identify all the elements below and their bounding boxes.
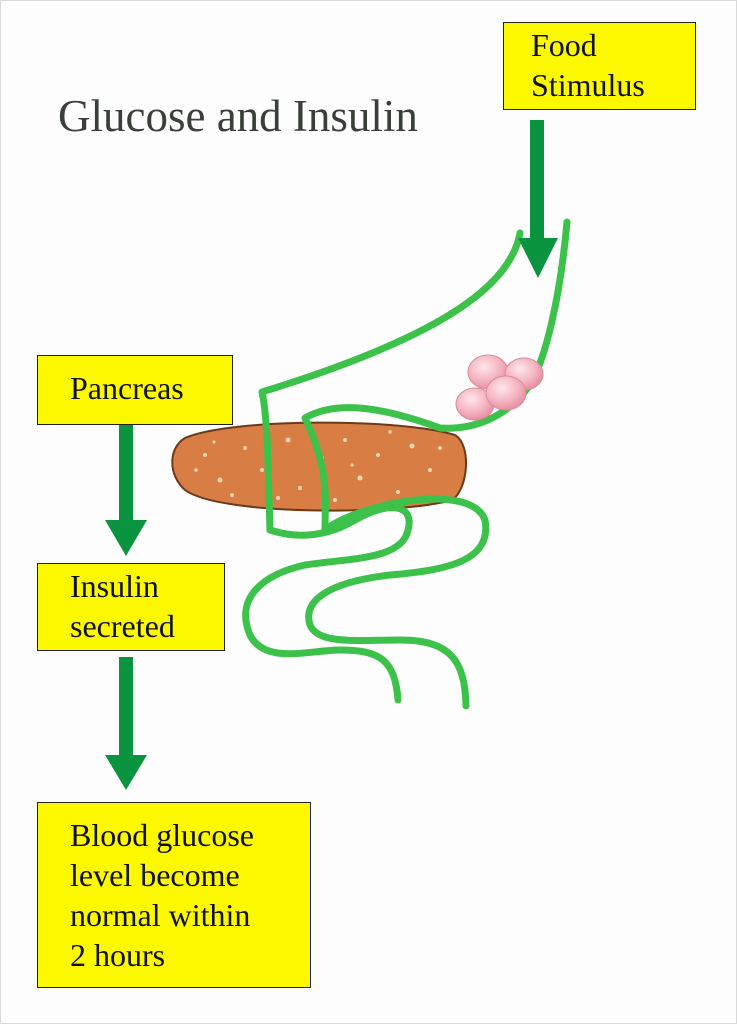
blood-glucose-box: Blood glucose level become normal within… — [37, 802, 311, 988]
food-stimulus-box: Food Stimulus — [503, 22, 696, 110]
blood-line-2: level become — [70, 857, 240, 893]
insulin-line-1: Insulin — [70, 568, 159, 604]
arrow-food-to-stomach — [518, 120, 558, 278]
diagram-title: Glucose and Insulin — [58, 91, 418, 141]
food-stimulus-line-2: Stimulus — [531, 67, 645, 103]
stomach-outer-wall — [258, 229, 524, 534]
arrow-pancreas-to-insulin — [105, 423, 147, 556]
intestine-loop-inner — [305, 495, 490, 710]
insulin-secreted-box: Insulin secreted — [37, 563, 225, 651]
arrow-insulin-to-blood — [105, 657, 147, 790]
blood-line-4: 2 hours — [70, 937, 166, 973]
blood-line-1: Blood glucose — [70, 817, 254, 853]
blood-line-3: normal within — [70, 897, 251, 933]
food-particles — [455, 354, 544, 421]
insulin-line-2: secreted — [70, 608, 175, 644]
pancreas-box: Pancreas — [37, 355, 233, 425]
food-stimulus-line-1: Food — [531, 27, 597, 63]
pancreas-label: Pancreas — [70, 370, 184, 406]
stomach-inner-wall — [301, 218, 571, 534]
stomach-intestine-outline — [242, 218, 571, 710]
intestine-loop — [242, 504, 413, 704]
